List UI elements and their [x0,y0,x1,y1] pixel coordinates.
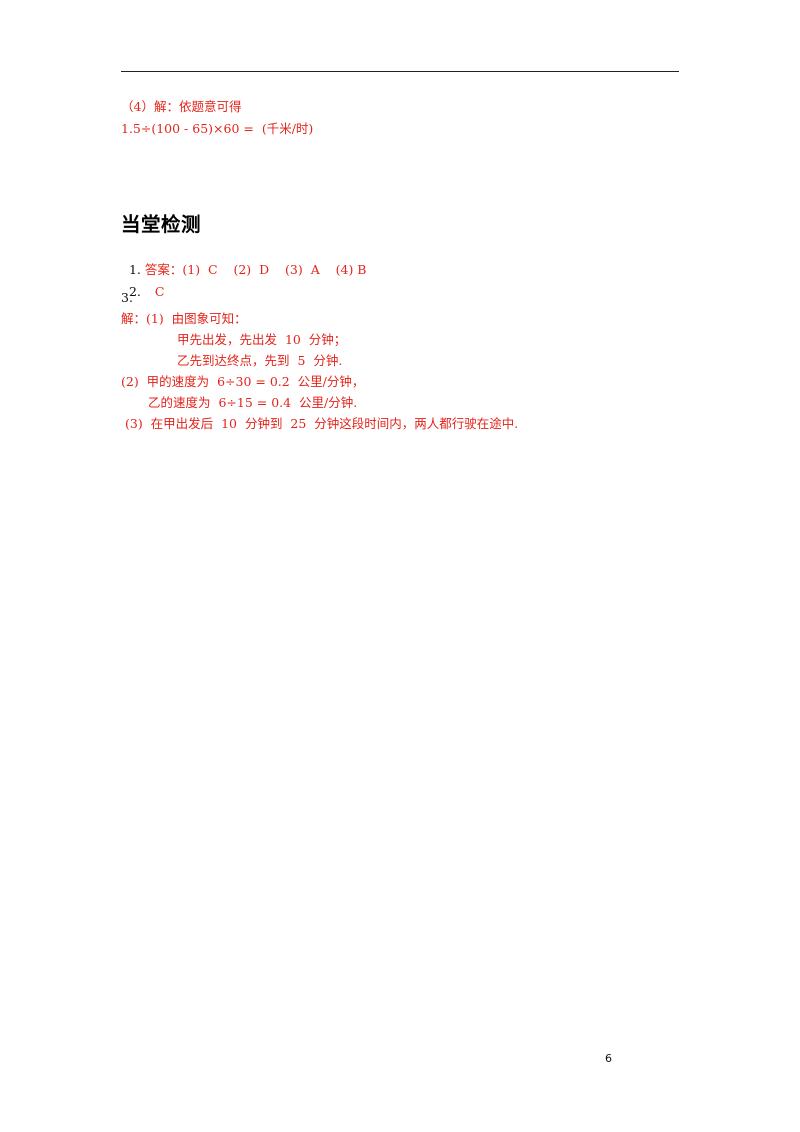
answer-3-line-5: 乙的速度为 6÷15 = 0.4 公里/分钟. [148,395,358,410]
section4-formula-line: 1.5÷(100 - 65)×60 = (千米/时) [121,121,314,136]
answer-1-text: 答案：(1) C (2) D (3) A (4) B [144,262,367,277]
answer-1-line: 1. 答案：(1) C (2) D (3) A (4) B [121,246,367,278]
answer-2-label: 2. [128,284,141,299]
page-number: 6 [605,1052,612,1065]
answer-2-line: 2. C [121,268,165,300]
header-rule [121,71,679,72]
answer-3-line-2: 甲先出发，先出发 10 分钟； [177,332,347,347]
answer-3-line-1: 解：(1) 由图象可知： [121,311,247,326]
section-title: 当堂检测 [121,213,202,236]
answer-2-text: C [154,284,165,299]
answer-3-label: 3. [121,290,133,305]
section4-heading-line: （4）解：依题意可得 [121,99,242,114]
answer-3-line-3: 乙先到达终点，先到 5 分钟. [177,353,343,368]
answer-3-line-4: (2) 甲的速度为 6÷30 = 0.2 公里/分钟， [121,374,365,389]
answer-3-line-6: (3) 在甲出发后 10 分钟到 25 分钟这段时间内，两人都行驶在途中. [125,416,519,431]
answer-1-label: 1. [128,262,145,277]
